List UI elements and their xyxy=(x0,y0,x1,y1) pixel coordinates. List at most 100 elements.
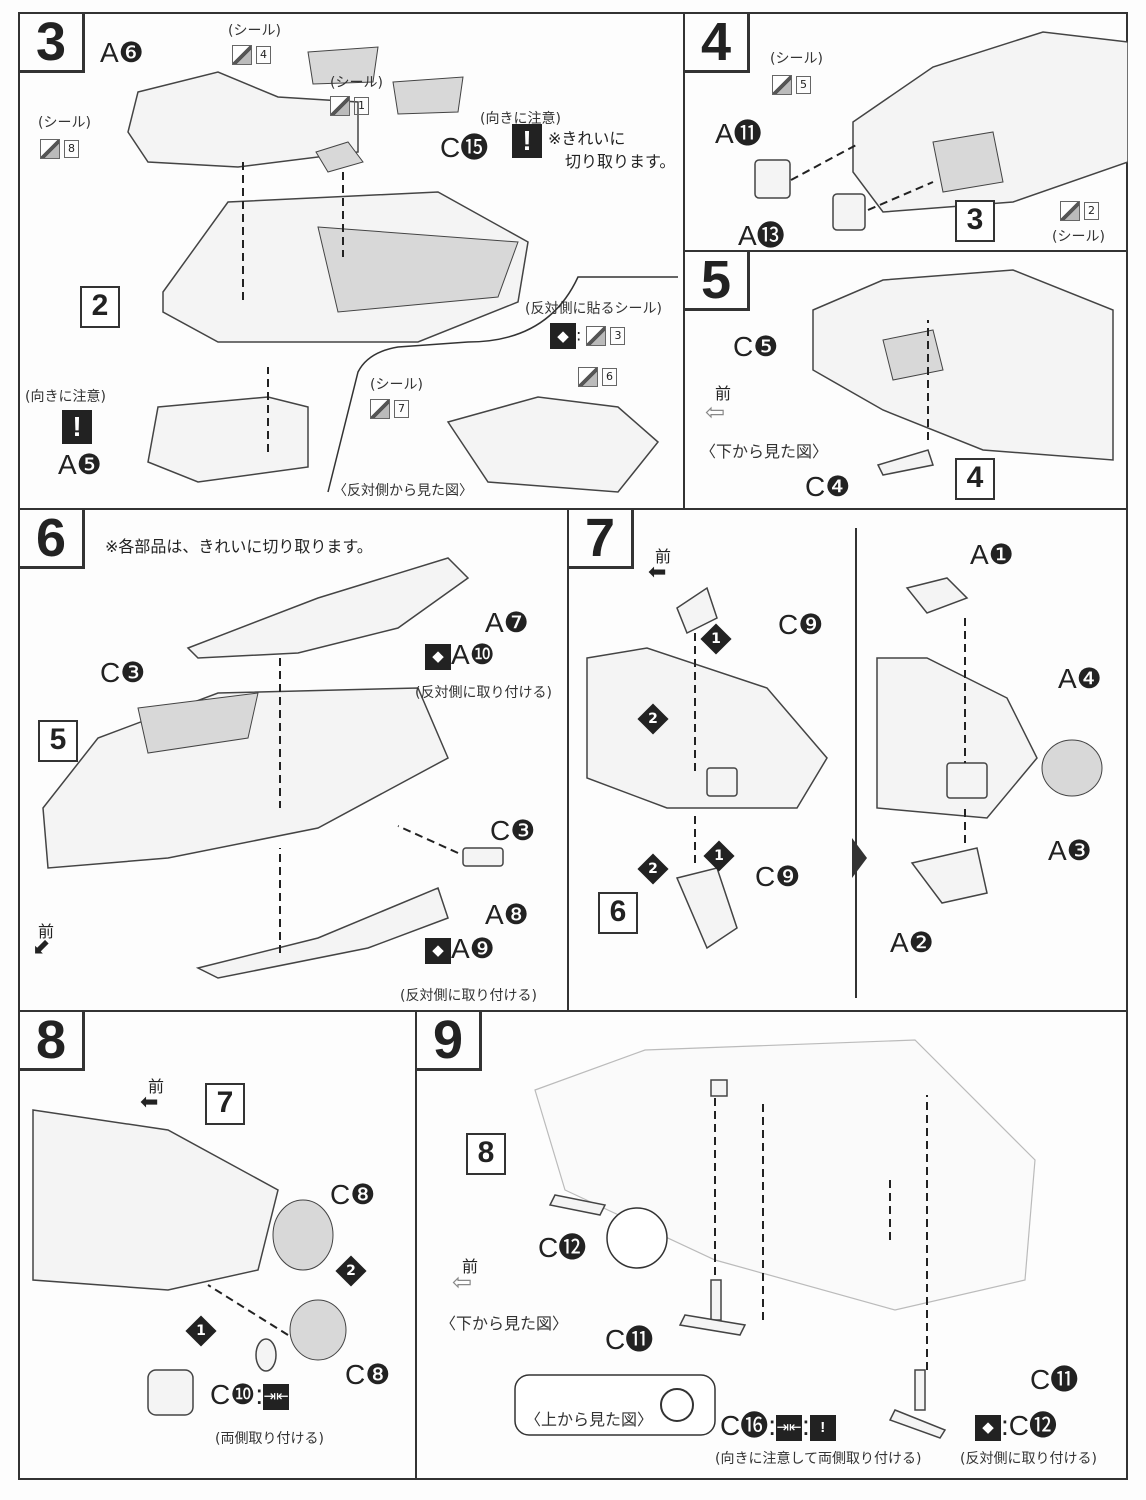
flip-a10: ◆A❿ xyxy=(425,638,495,671)
orientation-note: (向きに注意) xyxy=(25,389,106,405)
part-label-c11: C⓫ xyxy=(605,1324,654,1355)
step-number: 4 xyxy=(685,14,750,73)
caution-icon: ! xyxy=(62,410,92,444)
part-label-c3: C❸ xyxy=(100,657,146,688)
front-label: 前 xyxy=(148,1077,165,1096)
part-label-c10: C❿:⇥⇤ xyxy=(210,1378,290,1411)
seal-4: 4 xyxy=(232,44,271,65)
flip-c12: ◆:C⓬ xyxy=(975,1404,1057,1444)
step-8-panel: 8 xyxy=(18,1010,417,1480)
flip-icon: ◆ xyxy=(975,1414,1001,1441)
front-arrow-icon: ⬋ xyxy=(32,935,51,960)
attach-opposite-note: (反対側に取り付ける) xyxy=(960,1451,1097,1467)
part-label-a5: A❺ xyxy=(58,449,102,480)
step-number: 8 xyxy=(20,1012,85,1071)
c10-text: C❿: xyxy=(210,1379,264,1410)
orient-both-note: (向きに注意して両側取り付ける) xyxy=(715,1451,922,1467)
sequence-number: 2 xyxy=(648,861,658,877)
seal-number: 3 xyxy=(610,327,626,345)
both-sides-icon: ⇥⇤ xyxy=(776,1414,803,1441)
sequence-number: 1 xyxy=(711,631,721,647)
part-label-a10: A❿ xyxy=(451,639,495,670)
seal-number: 7 xyxy=(394,399,409,418)
seal-number: 2 xyxy=(1084,201,1099,220)
part-label-c5: C❺ xyxy=(733,331,779,362)
part-label-c15: C⓯ xyxy=(440,132,489,163)
part-label-a1: A❶ xyxy=(970,539,1014,570)
sequence-number: 1 xyxy=(714,848,724,864)
step-number: 5 xyxy=(685,252,750,311)
sticker-icon xyxy=(330,95,350,116)
seal-label: (シール) xyxy=(1052,229,1105,245)
step-7-drawing xyxy=(586,577,1103,950)
caution-icon: ! xyxy=(512,124,542,158)
bottom-view-caption: 〈下から見た図〉 xyxy=(700,442,829,461)
front-arrow-icon: ⬅ xyxy=(140,1090,159,1115)
seal-5: 5 xyxy=(772,74,811,95)
flip-icon: ◆ xyxy=(425,937,451,964)
both-sides-note: (両側取り付ける) xyxy=(215,1431,324,1447)
step-8-drawing xyxy=(32,1109,347,1416)
front-label: 前 xyxy=(38,922,55,941)
front-arrow-icon: ⇦ xyxy=(705,398,726,426)
part-label-c11: C⓫ xyxy=(1030,1364,1079,1395)
ref-box-7: 7 xyxy=(205,1083,245,1125)
step-6-drawing xyxy=(42,557,504,979)
part-label-a9: A❾ xyxy=(451,933,495,964)
sticker-icon xyxy=(232,44,252,65)
flip-icon: ◆ xyxy=(425,643,451,670)
seal-number: 5 xyxy=(796,75,811,94)
sequence-marker: 1 xyxy=(185,1315,217,1347)
sticker-icon xyxy=(586,326,607,346)
front-arrow-icon: ⇦ xyxy=(452,1268,473,1296)
orientation-note: (向きに注意) xyxy=(480,111,561,127)
step-number: 3 xyxy=(20,14,85,73)
front-label: 前 xyxy=(715,384,732,403)
front-arrow-icon: ⬅ xyxy=(648,560,667,585)
part-label-a7: A❼ xyxy=(485,607,529,638)
sticker-icon xyxy=(1060,200,1080,221)
seal-8: 8 xyxy=(40,138,79,159)
step-4-drawing xyxy=(754,31,1128,231)
sticker-icon xyxy=(772,74,792,95)
part-label-c9: C❾ xyxy=(778,609,824,640)
step-number: 9 xyxy=(417,1012,482,1071)
sequence-number: 2 xyxy=(648,711,658,727)
cut-note-2: 切り取ります。 xyxy=(565,152,676,171)
ref-box-6: 6 xyxy=(598,892,638,934)
seal-label: (シール) xyxy=(38,115,91,131)
part-label-c8: C❽ xyxy=(345,1359,391,1390)
ref-box-5: 5 xyxy=(38,720,78,762)
seal-3-flip: ◆: 3 xyxy=(550,323,626,349)
sticker-icon xyxy=(578,366,598,387)
ref-box-2: 2 xyxy=(80,286,120,328)
seal-number: 8 xyxy=(64,139,79,158)
both-sides-icon: ⇥⇤ xyxy=(263,1383,290,1410)
caution-icon: ! xyxy=(809,1414,836,1441)
part-label-a8: A❽ xyxy=(485,899,529,930)
step-9-panel: 9 xyxy=(415,1010,1128,1480)
step-number: 6 xyxy=(20,510,85,569)
part-label-c3: C❸ xyxy=(490,815,536,846)
seal-label: (シール) xyxy=(370,377,423,393)
seal-2: 2 xyxy=(1060,200,1099,221)
sequence-marker: 2 xyxy=(335,1255,367,1287)
seal-label: (シール) xyxy=(330,75,383,91)
colon: : xyxy=(802,1410,810,1441)
ref-box-3: 3 xyxy=(955,200,995,242)
seal-label: (シール) xyxy=(228,23,281,39)
part-label-a11: A⓫ xyxy=(715,118,762,149)
seal-number: 6 xyxy=(602,367,617,386)
step-3-drawing xyxy=(127,46,678,493)
ref-box-4: 4 xyxy=(955,458,995,500)
attach-opposite-note: (反対側に取り付ける) xyxy=(415,685,552,701)
sequence-number: 1 xyxy=(196,1323,206,1339)
sequence-marker: 2 xyxy=(637,853,669,885)
sequence-number: 2 xyxy=(346,1263,356,1279)
part-label-a13: A⓭ xyxy=(738,220,785,251)
top-view-caption: 〈上から見た図〉 xyxy=(525,1410,654,1429)
c16-text: C⓰: xyxy=(720,1410,777,1441)
flip-icon: ◆ xyxy=(550,323,576,349)
step-9-drawing xyxy=(514,1039,1036,1439)
sticker-icon xyxy=(370,398,390,419)
